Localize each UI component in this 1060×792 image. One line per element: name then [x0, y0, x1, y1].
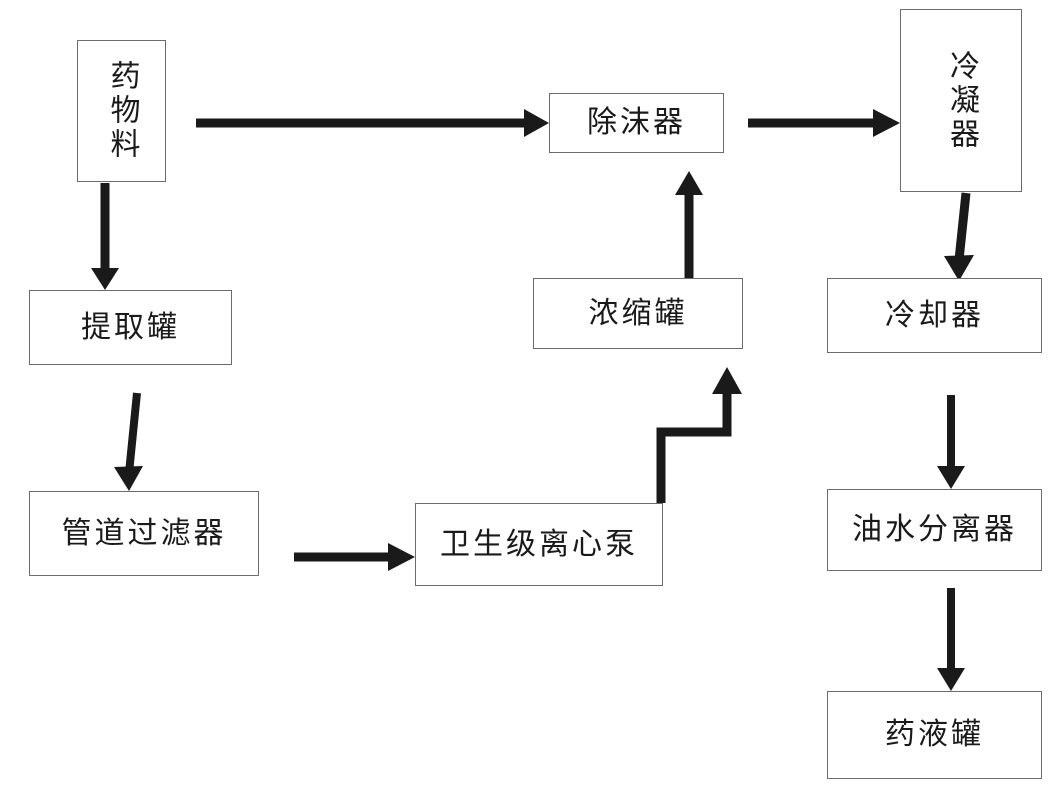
node-extraction-tank[interactable]: 提取罐: [29, 290, 232, 365]
edge-condenser-to-cooler: [944, 192, 974, 281]
node-concentration-tank[interactable]: 浓缩罐: [533, 278, 743, 349]
edge-oil-water-separator-to-liquid-drug-tank: [937, 588, 965, 691]
edge-pipeline-filter-to-centrifugal-pump: [294, 543, 415, 571]
node-label: 冷凝器: [945, 49, 978, 152]
node-cooler[interactable]: 冷却器: [827, 278, 1042, 353]
node-oil-water-separator[interactable]: 油水分离器: [827, 489, 1042, 571]
edge-drug-material-to-demister: [196, 109, 549, 137]
node-condenser[interactable]: 冷凝器: [900, 9, 1022, 192]
node-label: 药液罐: [885, 718, 984, 752]
node-label: 药物料: [105, 60, 139, 162]
node-label: 管道过滤器: [61, 516, 227, 550]
node-liquid-drug-tank[interactable]: 药液罐: [827, 691, 1042, 779]
node-label: 冷却器: [885, 298, 984, 332]
node-label: 卫生级离心泵: [440, 527, 638, 561]
edge-centrifugal-pump-to-concentration-tank: [656, 367, 742, 503]
node-label: 浓缩罐: [588, 296, 688, 330]
edge-extraction-tank-to-pipeline-filter: [114, 392, 143, 491]
node-centrifugal-pump[interactable]: 卫生级离心泵: [415, 503, 663, 586]
node-label: 油水分离器: [852, 513, 1017, 547]
node-pipeline-filter[interactable]: 管道过滤器: [29, 491, 259, 576]
edge-drug-material-to-extraction-tank: [91, 183, 119, 290]
edge-demister-to-condenser: [748, 109, 900, 137]
edge-cooler-to-oil-water-separator: [937, 395, 965, 489]
node-drug-material[interactable]: 药物料: [77, 40, 166, 182]
node-label: 除沫器: [587, 106, 686, 140]
node-demister[interactable]: 除沫器: [549, 93, 724, 153]
edge-concentration-tank-to-demister: [675, 171, 703, 278]
node-label: 提取罐: [81, 310, 180, 344]
